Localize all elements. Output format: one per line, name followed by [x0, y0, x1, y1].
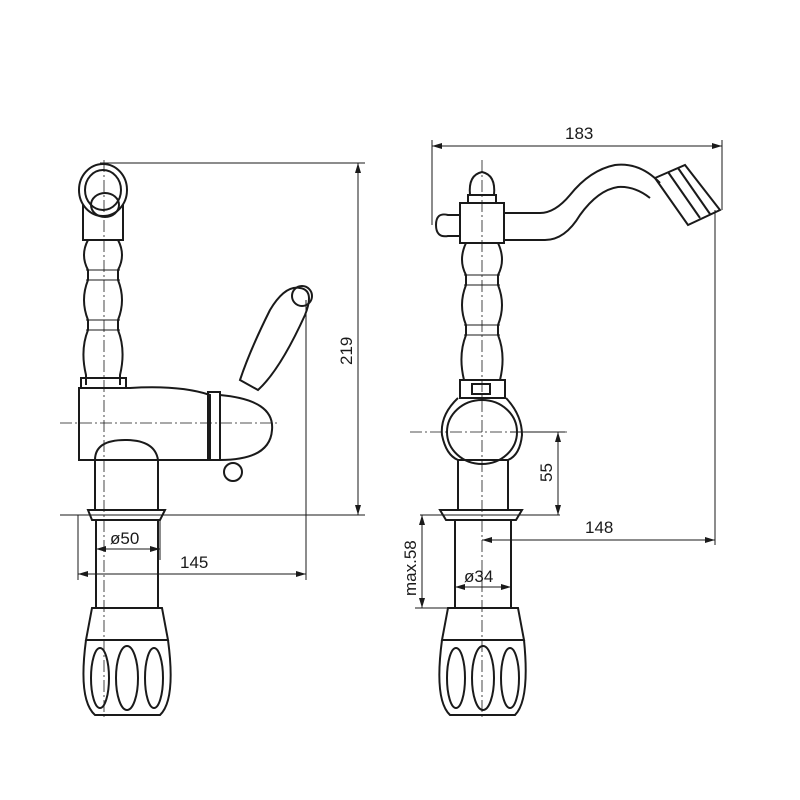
spout-head: [78, 163, 128, 241]
body-front: [440, 397, 524, 511]
dimension-55: 55: [510, 431, 565, 515]
dimension-34: ø34: [455, 567, 511, 590]
column: [80, 239, 127, 389]
dimension-label-base-diameter: ø50: [110, 529, 139, 548]
dimension-label-handle-reach: 145: [180, 553, 208, 572]
spout-arm: [504, 163, 722, 241]
dimension-label-shank-diameter: ø34: [464, 567, 493, 586]
dimension-label-max-deck: max.58: [401, 540, 420, 596]
dimension-145: 145: [78, 300, 307, 580]
lever-handle: [223, 285, 313, 482]
dimension-label-body-height: 55: [537, 463, 556, 482]
dimension-max58: max.58: [401, 515, 455, 609]
base: [82, 438, 172, 716]
dimension-label-spout-reach: 148: [585, 518, 613, 537]
dimension-50: ø50: [77, 515, 161, 580]
side-view: [60, 160, 313, 720]
dimension-label-overall-width: 183: [565, 124, 593, 143]
dimension-183: 183: [431, 124, 723, 225]
dimension-219: 219: [100, 162, 365, 516]
front-view: [410, 160, 722, 720]
dimension-148: 148: [482, 210, 716, 545]
column-front: [459, 242, 506, 399]
dimension-label-height: 219: [337, 337, 356, 365]
body: [78, 386, 274, 461]
finial: [434, 170, 505, 244]
base-front: [438, 509, 527, 716]
